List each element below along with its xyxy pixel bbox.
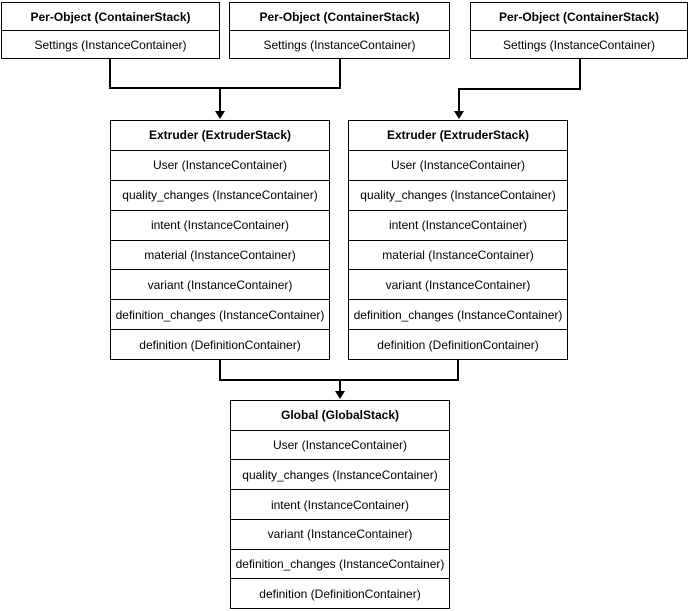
node-row-definition: definition (DefinitionContainer) bbox=[111, 329, 329, 359]
node-row-user: User (InstanceContainer) bbox=[231, 429, 449, 460]
connector-line bbox=[458, 88, 460, 112]
node-row-settings: Settings (InstanceContainer) bbox=[230, 30, 449, 58]
connector-line bbox=[457, 360, 459, 381]
node-row-quality-changes: quality_changes (InstanceContainer) bbox=[231, 459, 449, 489]
node-title: Per-Object (ContainerStack) bbox=[259, 9, 420, 24]
node-row-intent: intent (InstanceContainer) bbox=[349, 209, 567, 240]
node-row-definition-changes: definition_changes (InstanceContainer) bbox=[231, 548, 449, 579]
connector-line bbox=[339, 59, 341, 89]
node-row-variant: variant (InstanceContainer) bbox=[111, 269, 329, 299]
node-extruder-1: Extruder (ExtruderStack) User (InstanceC… bbox=[110, 120, 330, 360]
node-per-object-2: Per-Object (ContainerStack) Settings (In… bbox=[229, 2, 450, 59]
node-title: Global (GlobalStack) bbox=[280, 408, 400, 423]
node-row-user: User (InstanceContainer) bbox=[349, 149, 567, 180]
connector-line bbox=[219, 360, 221, 381]
node-row-material: material (InstanceContainer) bbox=[111, 239, 329, 270]
node-row-variant: variant (InstanceContainer) bbox=[349, 269, 567, 299]
node-title: Extruder (ExtruderStack) bbox=[386, 128, 530, 143]
node-row-intent: intent (InstanceContainer) bbox=[111, 209, 329, 240]
node-row-quality-changes: quality_changes (InstanceContainer) bbox=[111, 179, 329, 210]
node-global: Global (GlobalStack) User (InstanceConta… bbox=[230, 400, 450, 609]
node-extruder-2: Extruder (ExtruderStack) User (InstanceC… bbox=[348, 120, 568, 360]
arrowhead-down-icon bbox=[215, 111, 225, 119]
arrowhead-down-icon bbox=[454, 111, 464, 119]
connector-line bbox=[109, 59, 111, 89]
arrowhead-down-icon bbox=[335, 391, 345, 399]
connector-line bbox=[339, 379, 341, 392]
connector-line bbox=[219, 87, 221, 112]
node-row-definition: definition (DefinitionContainer) bbox=[349, 329, 567, 359]
node-row-definition: definition (DefinitionContainer) bbox=[231, 578, 449, 608]
node-title: Per-Object (ContainerStack) bbox=[30, 9, 191, 24]
node-row-intent: intent (InstanceContainer) bbox=[231, 489, 449, 519]
node-per-object-1: Per-Object (ContainerStack) Settings (In… bbox=[1, 2, 220, 59]
connector-line bbox=[109, 87, 341, 89]
node-row-material: material (InstanceContainer) bbox=[349, 239, 567, 270]
node-row-user: User (InstanceContainer) bbox=[111, 149, 329, 180]
node-per-object-3: Per-Object (ContainerStack) Settings (In… bbox=[470, 2, 688, 59]
node-title: Extruder (ExtruderStack) bbox=[148, 128, 292, 143]
connector-line bbox=[579, 59, 581, 90]
node-row-variant: variant (InstanceContainer) bbox=[231, 518, 449, 549]
node-title: Per-Object (ContainerStack) bbox=[498, 9, 660, 24]
node-row-definition-changes: definition_changes (InstanceContainer) bbox=[349, 299, 567, 329]
node-row-settings: Settings (InstanceContainer) bbox=[2, 30, 219, 58]
connector-line bbox=[458, 88, 581, 90]
node-row-definition-changes: definition_changes (InstanceContainer) bbox=[111, 299, 329, 329]
node-row-settings: Settings (InstanceContainer) bbox=[471, 30, 687, 58]
node-row-quality-changes: quality_changes (InstanceContainer) bbox=[349, 179, 567, 210]
